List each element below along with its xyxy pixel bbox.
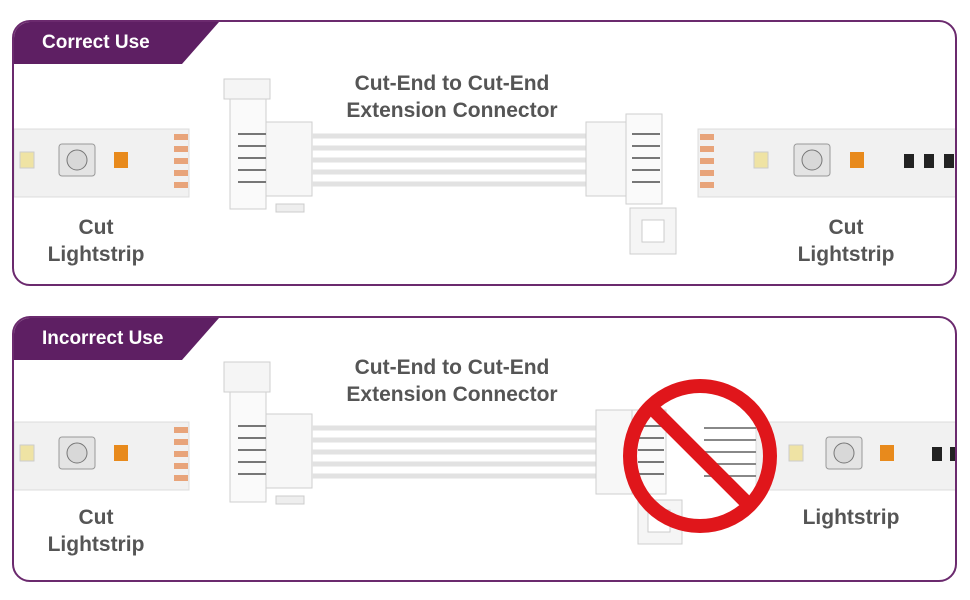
connector-caption-line2: Extension Connector bbox=[346, 99, 558, 122]
tab-background bbox=[14, 318, 219, 360]
right-lightstrip bbox=[704, 421, 955, 491]
connector-caption: Cut-End to Cut-End Extension Connector bbox=[332, 70, 572, 124]
correct-use-label: Correct Use bbox=[42, 32, 150, 53]
right-strip-caption-line1: Cut bbox=[828, 216, 864, 239]
correct-use-tab: Correct Use bbox=[14, 22, 150, 64]
left-strip-caption-line1: Cut bbox=[78, 506, 114, 529]
copper-pads bbox=[700, 134, 714, 188]
ribbon-cable bbox=[312, 133, 586, 187]
left-connector-clip bbox=[223, 361, 313, 505]
ribbon-cable bbox=[312, 425, 596, 479]
correct-use-panel: Correct Use bbox=[12, 20, 957, 286]
left-strip-caption-line2: Lightstrip bbox=[47, 533, 145, 556]
incorrect-use-label: Incorrect Use bbox=[42, 328, 164, 349]
left-connector-clip bbox=[223, 78, 313, 213]
left-strip-caption: Cut Lightstrip bbox=[36, 504, 156, 558]
right-strip-caption: Lightstrip bbox=[786, 504, 916, 531]
left-strip-caption-line1: Cut bbox=[78, 216, 114, 239]
right-strip-caption: Cut Lightstrip bbox=[786, 214, 906, 268]
correct-use-illustration bbox=[14, 78, 955, 255]
left-lightstrip bbox=[14, 128, 190, 198]
right-strip-caption-line1: Lightstrip bbox=[802, 506, 900, 529]
right-strip-caption-line2: Lightstrip bbox=[797, 243, 895, 266]
incorrect-use-panel: Incorrect Use bbox=[12, 316, 957, 582]
copper-pads bbox=[174, 134, 188, 188]
prohibited-sign-icon bbox=[623, 379, 777, 533]
incorrect-use-tab: Incorrect Use bbox=[14, 318, 163, 360]
right-lightstrip bbox=[697, 128, 955, 198]
left-lightstrip bbox=[14, 421, 190, 491]
connector-caption: Cut-End to Cut-End Extension Connector bbox=[332, 354, 572, 408]
connector-caption-line1: Cut-End to Cut-End bbox=[354, 72, 550, 95]
right-connector-clip bbox=[585, 113, 677, 255]
connector-caption-line1: Cut-End to Cut-End bbox=[354, 356, 550, 379]
left-strip-caption: Cut Lightstrip bbox=[36, 214, 156, 268]
incorrect-use-illustration bbox=[14, 361, 955, 545]
copper-pads bbox=[174, 427, 188, 481]
tab-background bbox=[14, 22, 219, 64]
connector-caption-line2: Extension Connector bbox=[346, 383, 558, 406]
left-strip-caption-line2: Lightstrip bbox=[47, 243, 145, 266]
